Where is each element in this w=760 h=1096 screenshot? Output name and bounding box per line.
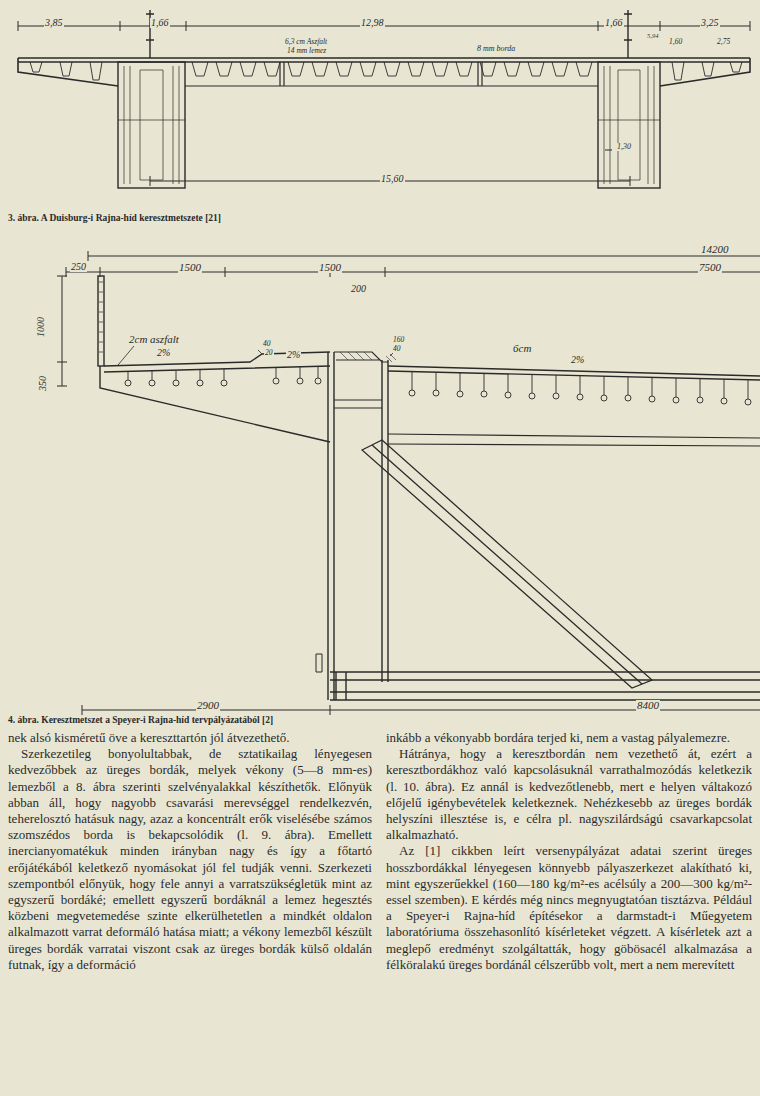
figure-caption: 4. ábra. Keresztmetszet a Speyer-i Rajna…: [8, 716, 273, 726]
rib-circle: [297, 378, 303, 384]
text-column: nek alsó kisméretű öve a kereszttartón j…: [8, 730, 372, 973]
body-paragraph: Az [1] cikkben leírt versenypályázat ada…: [386, 843, 752, 973]
dimension-label: 40: [262, 340, 272, 348]
dimension-label: 2%: [156, 348, 171, 358]
dimension-label: 160: [392, 336, 405, 344]
rib-circle: [745, 399, 751, 405]
dimension-line: [66, 267, 760, 277]
rib-circle: [457, 391, 463, 397]
dimension-label: 14200: [700, 244, 730, 255]
dimension-label: 3,25: [700, 18, 720, 28]
deck-ribs: [128, 366, 318, 380]
dimension-label: 8400: [636, 700, 660, 711]
main-girder-web: [328, 352, 388, 700]
rib-circle: [149, 380, 155, 386]
rib-circle: [721, 398, 727, 404]
stiffener: [316, 654, 322, 672]
dimension-label: 2900: [196, 700, 220, 711]
dimension-label: 5,94: [646, 33, 659, 40]
leader-line: [118, 346, 400, 365]
rib-circle: [481, 391, 487, 397]
rib-circle: [409, 390, 415, 396]
dimension-label: 14 mm lemez: [286, 47, 327, 55]
box-girder: [118, 62, 185, 188]
dimension-label: 1,66: [604, 18, 624, 28]
rib-circle: [273, 378, 279, 384]
body-paragraph: inkább a vékonyabb bordára terjed ki, ne…: [386, 730, 752, 746]
rib-circle: [173, 380, 179, 386]
rib-circle: [553, 393, 559, 399]
rib-circle: [673, 397, 679, 403]
dimension-label: 20: [264, 349, 274, 357]
rib-circle: [649, 396, 655, 402]
dimension-label: 6cm: [512, 343, 532, 354]
rib-circle: [221, 380, 227, 386]
dimension-label: 2,75: [716, 38, 731, 46]
dimension-label: 350: [38, 375, 48, 392]
diagonal-strut: [362, 440, 652, 688]
dimension-label: 1500: [318, 262, 342, 273]
rib-circle: [433, 390, 439, 396]
dimension-label: 250: [70, 262, 87, 272]
body-paragraph: Szerkezetileg bonyolultabbak, de sztatik…: [8, 746, 372, 973]
dimension-line: [150, 150, 630, 186]
railing-detail: [99, 282, 103, 352]
railing: [98, 276, 104, 366]
cross-girder: [334, 400, 760, 446]
rib-circle: [601, 395, 607, 401]
dimension-label: 1000: [36, 316, 46, 338]
rib-circle: [625, 395, 631, 401]
rib-circle: [125, 380, 131, 386]
dimension-label: 3,85: [44, 18, 64, 28]
rib-circles: [125, 378, 751, 405]
rib-circle: [197, 380, 203, 386]
dimension-label: 40: [392, 345, 402, 353]
dimension-label: 1,30: [616, 143, 632, 151]
rib-circle: [505, 392, 511, 398]
bottom-chord: [330, 672, 760, 700]
dimension-label: 7500: [698, 262, 722, 273]
dimension-label: 2%: [570, 355, 585, 365]
cross-beam: [185, 62, 598, 86]
rib-circle: [697, 397, 703, 403]
rib-circle: [529, 393, 535, 399]
figure-caption: 3. ábra. A Duisburg-i Rajna-híd keresztm…: [8, 214, 221, 224]
dimension-label: 200: [350, 284, 367, 294]
railing-post: [146, 10, 632, 58]
dimension-line: [88, 251, 760, 261]
dimension-label: 2%: [286, 350, 301, 360]
body-paragraph: nek alsó kisméretű öve a kereszttartón j…: [8, 730, 372, 746]
box-girder: [598, 62, 660, 188]
body-paragraph: Hátránya, hogy a keresztbordán nem vezet…: [386, 746, 752, 843]
dimension-line: [57, 276, 67, 386]
dimension-label: 1,66: [150, 18, 170, 28]
rib-circle: [315, 378, 321, 384]
dimension-label: 1,60: [668, 38, 683, 46]
dimension-label: 2cm aszfalt: [128, 334, 180, 345]
girder-hatching: [118, 66, 660, 184]
cantilever-deck: [100, 352, 330, 442]
deck-ribs: [30, 62, 742, 80]
dimension-label: 6,3 cm Aszfalt: [284, 38, 328, 46]
text-column: inkább a vékonyabb bordára terjed ki, ne…: [386, 730, 752, 973]
dimension-label: 15,60: [380, 174, 405, 184]
dimension-label: 1500: [178, 262, 202, 273]
main-deck: [388, 366, 760, 380]
dimension-label: 12,98: [360, 18, 385, 28]
dimension-label: 8 mm borda: [476, 45, 516, 53]
rib-circle: [577, 394, 583, 400]
